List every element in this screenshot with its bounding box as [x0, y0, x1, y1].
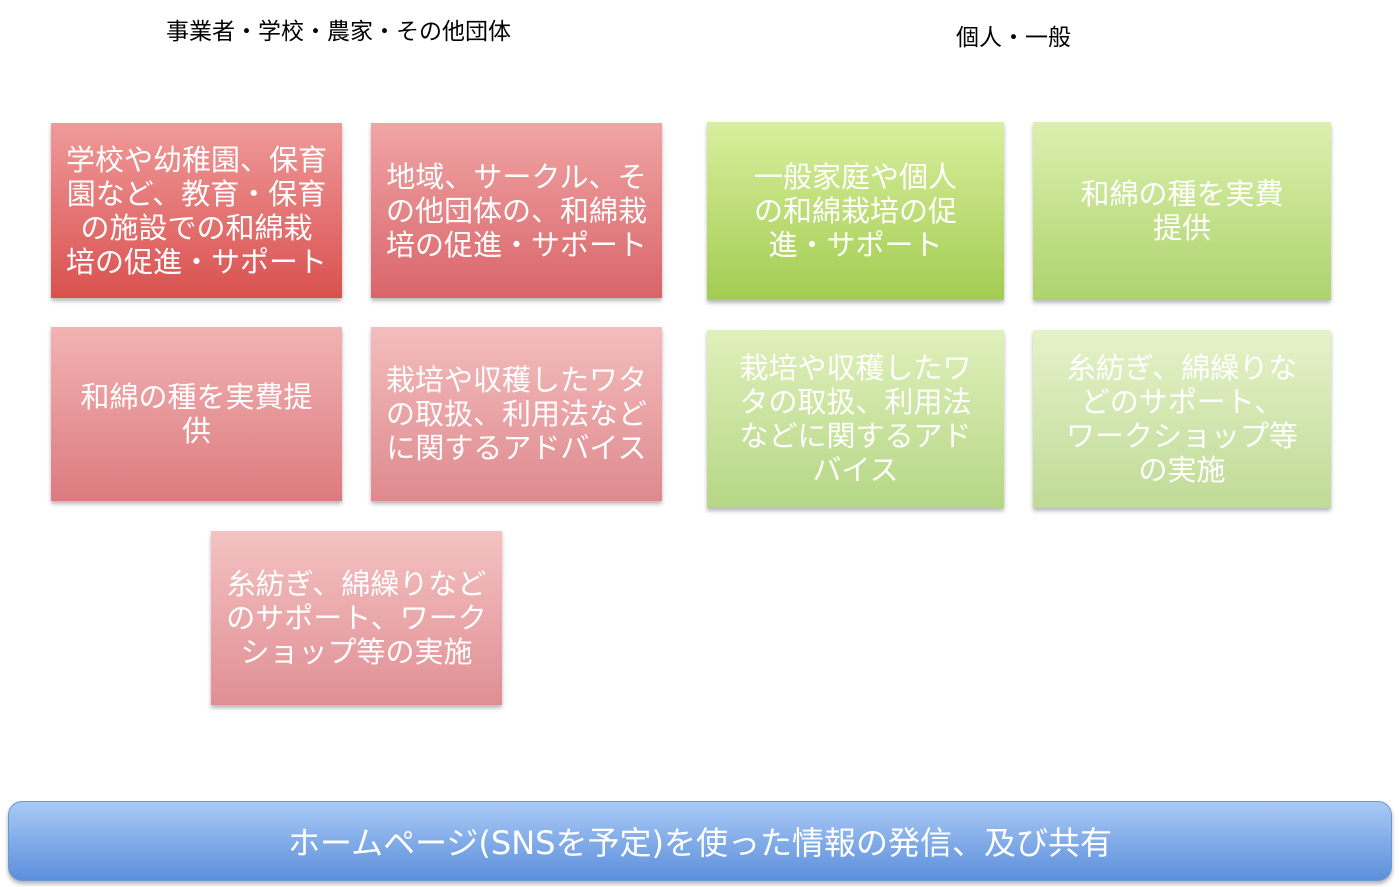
- text-line: 培の促進・サポート: [65, 244, 327, 279]
- individual-box-text: 栽培や収穫したワ タの取扱、利用法 などに関するアド バイス: [739, 351, 971, 487]
- text-line: 糸紡ぎ、綿繰りな: [1066, 351, 1298, 385]
- text-line: 栽培や収穫したワ: [739, 351, 972, 385]
- heading-organizations: 事業者・学校・農家・その他団体: [166, 19, 511, 45]
- text-line: 供: [181, 414, 211, 448]
- text-line: の他団体の、和綿栽: [385, 193, 647, 228]
- homepage-sharing-bar: ホームページ(SNSを予定)を使った情報の発信、及び共有: [8, 801, 1392, 881]
- text-line: 学校や幼稚園、保育: [65, 142, 327, 177]
- individual-box-workshops: 糸紡ぎ、綿繰りな どのサポート、 ワークショップ等 の実施: [1033, 330, 1331, 508]
- text-line: 栽培や収穫したワタ: [385, 363, 647, 397]
- org-box-harvest-advice: 栽培や収穫したワタ の取扱、利用法など に関するアドバイス: [371, 327, 662, 501]
- individual-box-text: 和綿の種を実費 提供: [1080, 177, 1283, 245]
- text-line: 和綿の種を実費提: [80, 380, 313, 414]
- text-line: どのサポート、: [1080, 385, 1284, 419]
- org-box-text: 地域、サークル、そ の他団体の、和綿栽 培の促進・サポート: [386, 160, 647, 262]
- text-line: 地域、サークル、そ: [386, 159, 647, 194]
- text-line: の和綿栽培の促: [753, 194, 957, 228]
- individual-box-text: 一般家庭や個人 の和綿栽培の促 進・サポート: [754, 160, 957, 262]
- text-line: 糸紡ぎ、綿繰りなど: [226, 567, 487, 601]
- text-line: などに関するアド: [739, 419, 972, 453]
- org-box-text: 栽培や収穫したワタ の取扱、利用法など に関するアドバイス: [386, 363, 647, 465]
- heading-individuals: 個人・一般: [956, 25, 1071, 51]
- text-line: の取扱、利用法など: [385, 397, 647, 431]
- text-line: ワークショップ等: [1065, 419, 1298, 453]
- org-box-workshops: 糸紡ぎ、綿繰りなど のサポート、ワーク ショップ等の実施: [211, 531, 502, 705]
- text-line: 一般家庭や個人: [753, 160, 957, 194]
- org-box-text: 和綿の種を実費提 供: [80, 380, 312, 448]
- org-box-seed-provision: 和綿の種を実費提 供: [51, 327, 342, 501]
- org-box-community-support: 地域、サークル、そ の他団体の、和綿栽 培の促進・サポート: [371, 123, 662, 298]
- text-line: に関するアドバイス: [386, 431, 647, 465]
- org-box-school-support: 学校や幼稚園、保育 園など、教育・保育 の施設での和綿栽 培の促進・サポート: [51, 123, 342, 298]
- text-line: バイス: [812, 453, 899, 487]
- text-line: の実施: [1138, 453, 1226, 487]
- text-line: 培の促進・サポート: [385, 227, 647, 262]
- text-line: 進・サポート: [768, 228, 943, 262]
- text-line: 園など、教育・保育: [66, 176, 327, 211]
- individual-box-harvest-advice: 栽培や収穫したワ タの取扱、利用法 などに関するアド バイス: [707, 330, 1004, 508]
- org-box-text: 学校や幼稚園、保育 園など、教育・保育 の施設での和綿栽 培の促進・サポート: [66, 143, 327, 279]
- text-line: タの取扱、利用法: [739, 385, 972, 419]
- org-box-text: 糸紡ぎ、綿繰りなど のサポート、ワーク ショップ等の実施: [226, 567, 486, 669]
- individual-box-seed-provision: 和綿の種を実費 提供: [1033, 122, 1331, 300]
- text-line: の施設での和綿栽: [80, 210, 313, 245]
- text-line: のサポート、ワーク: [226, 601, 487, 635]
- homepage-sharing-label: ホームページ(SNSを予定)を使った情報の発信、及び共有: [288, 824, 1112, 862]
- text-line: 和綿の種を実費: [1080, 177, 1284, 211]
- text-line: ショップ等の実施: [240, 635, 473, 669]
- individual-box-text: 糸紡ぎ、綿繰りな どのサポート、 ワークショップ等 の実施: [1066, 351, 1298, 487]
- text-line: 提供: [1152, 211, 1211, 245]
- individual-box-home-support: 一般家庭や個人 の和綿栽培の促 進・サポート: [707, 122, 1004, 300]
